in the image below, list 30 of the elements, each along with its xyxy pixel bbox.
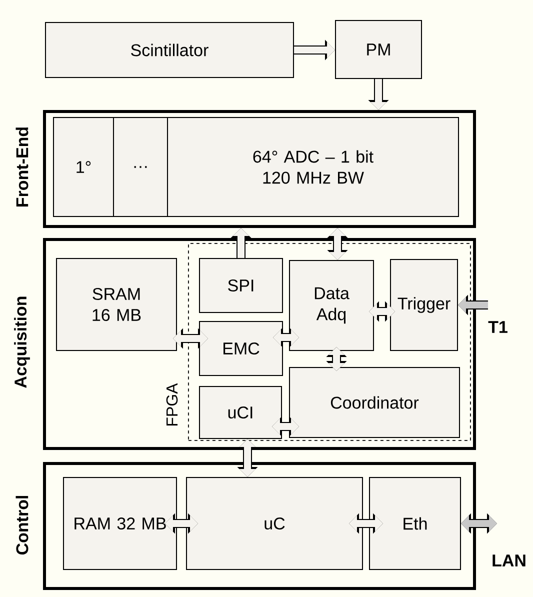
block-arrow <box>173 328 208 349</box>
block-box: Data Adq <box>289 260 374 351</box>
block-arrow <box>272 416 299 437</box>
block-box: Trigger <box>390 259 458 351</box>
node-label: Front-End <box>16 128 28 206</box>
block-arrow <box>326 347 347 371</box>
block-box: SRAM 16 MB <box>56 258 177 351</box>
block-box: uC <box>186 477 363 570</box>
block-box: PM <box>335 20 422 79</box>
block-box: SPI <box>199 258 283 313</box>
block-box: 1° <box>53 117 114 217</box>
block-box: Scintillator <box>45 22 294 78</box>
edge-label: T1 <box>488 321 508 333</box>
block-box: uCI <box>199 386 282 439</box>
block-box: EMC <box>199 321 283 376</box>
block-box: Eth <box>369 477 461 570</box>
block-arrow <box>273 327 299 348</box>
block-arrow <box>369 301 395 322</box>
block-box: … <box>113 117 168 217</box>
edge-label: LAN <box>492 554 526 566</box>
node-label: Control <box>16 496 28 555</box>
node-label: FPGA <box>166 383 178 426</box>
node-label: Acquisition <box>14 296 30 388</box>
block-box: RAM 32 MB <box>63 477 177 570</box>
block-arrow <box>349 513 383 534</box>
block-arrow <box>327 228 348 260</box>
block-box: Coordinator <box>289 367 460 438</box>
block-arrow <box>165 513 198 534</box>
block-arrow <box>461 513 497 534</box>
block-arrow <box>237 439 258 477</box>
